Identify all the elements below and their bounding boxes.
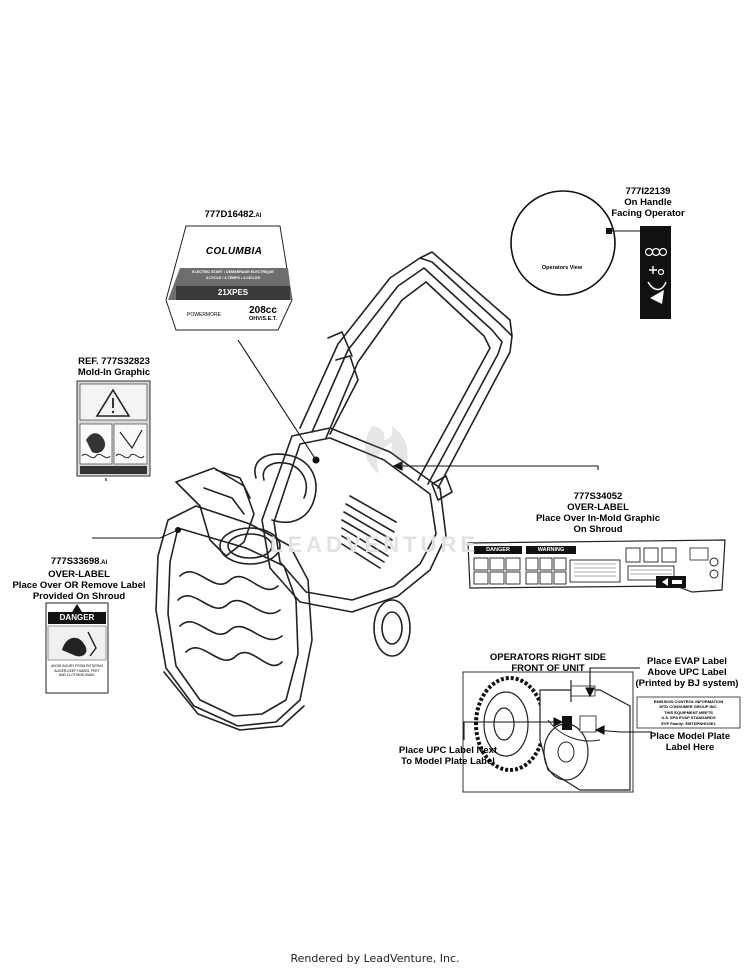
- danger-label: [45, 602, 109, 694]
- evap-label: [636, 696, 741, 729]
- danger-suffix: .AI: [99, 560, 108, 566]
- right-side-line2: FRONT OF UNIT: [511, 663, 585, 674]
- handle-mark-dot: [606, 228, 612, 234]
- top-decal-part-number: 777D16482: [204, 209, 254, 220]
- shroud-line3: On Shroud: [573, 524, 623, 535]
- decal-cycle-line: 4-CYCLE / 4-TEMPS • 4-CICLOS: [206, 276, 260, 280]
- danger-title: DANGER: [59, 613, 95, 622]
- mold-in-line1: REF. 777S32823: [78, 356, 150, 367]
- handle-inset-circle: [510, 190, 640, 296]
- decal-engine-type: OHV/S.E.T.: [248, 316, 278, 322]
- handle-callout: 777I22139 On Handle Facing Operator: [608, 186, 688, 219]
- watermark-logo: [365, 426, 408, 474]
- top-decal-callout: 777D16482.AI: [193, 209, 273, 222]
- shroud-callout: 777S34052 OVER-LABEL Place Over In-Mold …: [531, 491, 665, 535]
- mold-in-line2: Mold-In Graphic: [77, 367, 151, 378]
- model-plate-callout: Place Model Plate Label Here: [640, 731, 740, 753]
- upc-line1: Place UPC Label Next: [398, 745, 498, 756]
- danger-body-line3: AND CLOTHING AWAY.: [58, 673, 96, 677]
- danger-part-number: 777S33698: [50, 556, 100, 567]
- shroud-danger-text: DANGER: [486, 547, 510, 553]
- mold-in-callout: REF. 777S32823 Mold-In Graphic: [66, 356, 162, 378]
- decal-start-line: ELECTRIC START • DEMARRAGE ELECTRIQUE: [192, 270, 274, 274]
- evap-callout: Place EVAP Label Above UPC Label (Printe…: [630, 656, 744, 689]
- right-side-inset: [462, 671, 634, 793]
- danger-line3: Provided On Shroud: [32, 591, 126, 602]
- danger-callout: 777S33698.AI OVER-LABEL Place Over OR Re…: [4, 556, 154, 602]
- leader-lines: [92, 339, 652, 740]
- evap-line3: (Printed by BJ system): [635, 678, 739, 689]
- model-plate-line1: Place Model Plate: [649, 731, 731, 742]
- handle-line1: On Handle: [624, 197, 672, 208]
- shroud-over-label: [467, 539, 726, 593]
- decal-model: 21XPES: [217, 288, 249, 297]
- shroud-line2: Place Over In-Mold Graphic: [535, 513, 661, 524]
- evap-line1: Place EVAP Label: [647, 656, 727, 667]
- evap-text-line2: MTD CONSUMER GROUP INC.: [659, 704, 718, 710]
- watermark-text: LEADVENTURE: [270, 532, 480, 557]
- handle-line2: Facing Operator: [611, 208, 685, 219]
- decal-engine-size: 208cc: [249, 305, 277, 316]
- danger-body: AVOID INJURY FROM ROTATING AUGER-KEEP HA…: [48, 664, 106, 678]
- decal-brand: COLUMBIA: [205, 246, 263, 257]
- right-side-callout: OPERATORS RIGHT SIDE FRONT OF UNIT: [478, 652, 618, 674]
- shroud-part-number: 777S34052: [573, 491, 623, 502]
- evap-text-line4: U.S. EPA EVAP STANDARDS: [661, 715, 716, 721]
- mold-in-graphic: [76, 380, 151, 477]
- danger-line1: OVER-LABEL: [48, 569, 110, 580]
- columbia-decal: [165, 225, 293, 331]
- snowblower-drawing: [155, 251, 513, 731]
- evap-label-text: EMISSION CONTROL INFORMATION MTD CONSUME…: [637, 699, 740, 726]
- shroud-warning-text: WARNING: [537, 547, 565, 553]
- handle-decal: [640, 226, 671, 319]
- decal-engine-brand: POWERMORE: [187, 312, 221, 318]
- danger-body-line2: AUGER-KEEP HANDS, FEET: [54, 668, 100, 673]
- top-decal-suffix: .AI: [253, 213, 262, 219]
- right-side-line1: OPERATORS RIGHT SIDE: [489, 652, 607, 663]
- shroud-line1: OVER-LABEL: [567, 502, 629, 513]
- handle-inset-caption: Operators View: [541, 265, 583, 271]
- handle-part-number: 777I22139: [625, 186, 671, 197]
- model-plate-line2: Label Here: [665, 742, 715, 753]
- evap-text-line1: EMISSION CONTROL INFORMATION: [653, 699, 724, 704]
- upc-line2: To Model Plate Label: [401, 756, 495, 767]
- danger-line2: Place Over OR Remove Label: [12, 580, 146, 591]
- evap-text-line3: THIS EQUIPMENT MEETS: [664, 709, 713, 715]
- footer-credit: Rendered by LeadVenture, Inc.: [290, 952, 460, 965]
- upc-callout: Place UPC Label Next To Model Plate Labe…: [392, 745, 504, 767]
- evap-line2: Above UPC Label: [647, 667, 727, 678]
- danger-body-line1: AVOID INJURY FROM ROTATING: [50, 664, 104, 668]
- evap-text-line5: EVP Family: EMTDPNHOSE1: [661, 720, 716, 726]
